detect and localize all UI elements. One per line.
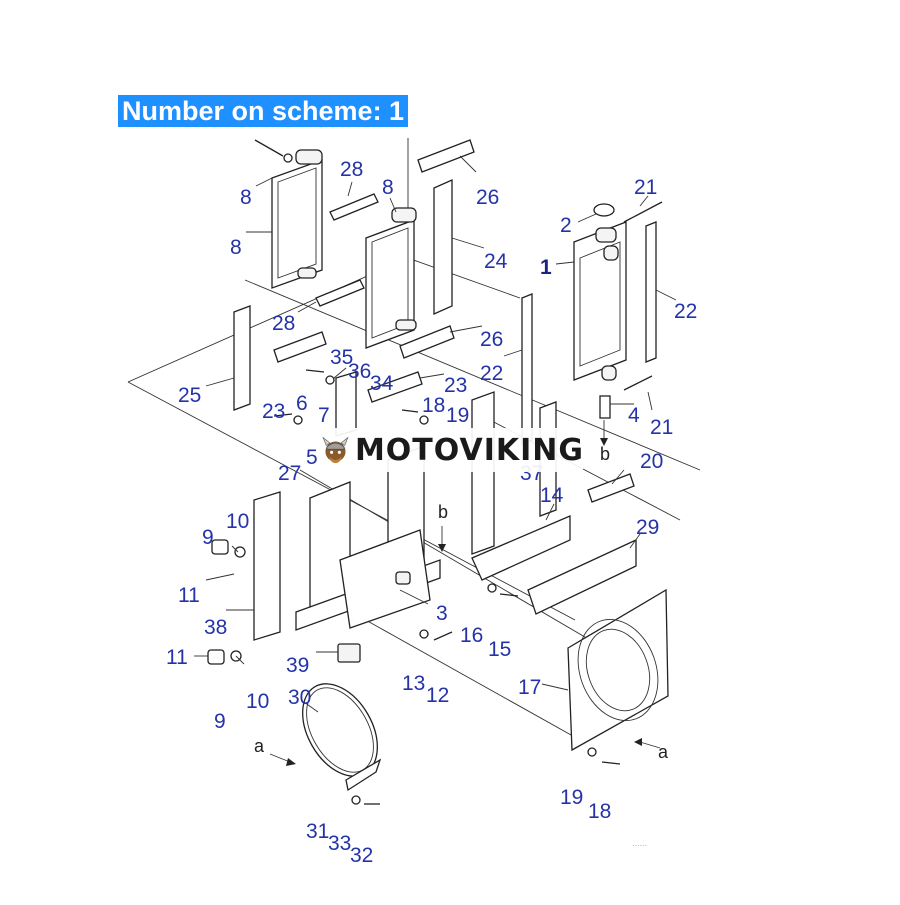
callout: 32 xyxy=(350,844,373,867)
callout: 14 xyxy=(540,484,564,507)
callout: 15 xyxy=(488,638,511,661)
callout: 22 xyxy=(480,362,503,385)
callout: 10 xyxy=(226,510,249,533)
callout: 11 xyxy=(178,584,200,607)
callout: 7 xyxy=(318,404,330,427)
callout: 18 xyxy=(422,394,445,417)
bracket-14 xyxy=(471,515,571,581)
callout: 21 xyxy=(650,416,673,439)
callout: 5 xyxy=(306,446,318,469)
callout: 30 xyxy=(288,686,311,709)
callout: 28 xyxy=(272,312,295,335)
center-frame xyxy=(295,371,441,631)
leader-lines xyxy=(194,155,677,713)
block-20 xyxy=(587,473,635,503)
viking-logo-icon xyxy=(322,436,349,464)
main-radiator xyxy=(573,201,663,391)
callout: 26 xyxy=(480,328,503,351)
strip-22-right xyxy=(645,221,657,363)
callout: 2 xyxy=(560,214,572,237)
footnote-mark: ...... xyxy=(632,838,648,848)
callout: 31 xyxy=(306,820,329,843)
callout: 35 xyxy=(330,346,353,369)
callout: 6 xyxy=(296,392,308,415)
callout: 12 xyxy=(426,684,449,707)
callout: 13 xyxy=(402,672,425,695)
callout: 26 xyxy=(476,186,499,209)
watermark-text: MOTOVIKING xyxy=(354,432,584,468)
watermark-banner: MOTOVIKING xyxy=(318,428,584,472)
callout: 11 xyxy=(166,646,188,669)
callout: 34 xyxy=(370,372,394,395)
left-cooler-core xyxy=(254,139,323,289)
fan-shroud xyxy=(567,588,669,752)
callout: 33 xyxy=(328,832,351,855)
flow-letter: a xyxy=(658,742,669,762)
callout-labels: 8 8 28 8 26 24 2 21 1 22 28 26 35 36 34 … xyxy=(166,158,697,867)
strip-22-center xyxy=(521,293,533,445)
strip-24 xyxy=(433,178,453,316)
callout: 22 xyxy=(674,300,697,323)
pillar-left xyxy=(471,391,495,555)
callout: 8 xyxy=(230,236,242,259)
flow-letter: b xyxy=(600,444,610,464)
side-plate xyxy=(253,491,281,641)
callout: 4 xyxy=(628,404,640,427)
callout: 36 xyxy=(348,360,371,383)
callout: 17 xyxy=(518,676,541,699)
hose-fitting-4 xyxy=(599,395,611,419)
flow-letter: a xyxy=(254,736,265,756)
callout: 19 xyxy=(560,786,583,809)
callout: 8 xyxy=(382,176,394,199)
callout: 16 xyxy=(460,624,483,647)
flow-letter: b xyxy=(438,502,448,522)
callout: 27 xyxy=(278,462,301,485)
callout: 18 xyxy=(588,800,611,823)
bracket-29 xyxy=(527,538,637,615)
callout: 24 xyxy=(484,250,508,273)
fittings xyxy=(207,369,621,805)
callout: 9 xyxy=(202,526,214,549)
callout: 20 xyxy=(640,450,663,473)
shroud-ring xyxy=(302,683,382,792)
middle-cooler-core xyxy=(365,207,417,349)
flow-arrows xyxy=(269,420,661,766)
callout: 23 xyxy=(262,400,285,423)
foam-strips xyxy=(273,139,475,403)
strip-25 xyxy=(233,305,251,411)
callout: 9 xyxy=(214,710,226,733)
callout: 23 xyxy=(444,374,467,397)
callout: 3 xyxy=(436,602,448,625)
callout: 38 xyxy=(204,616,227,639)
callout: 25 xyxy=(178,384,201,407)
callout: 28 xyxy=(340,158,363,181)
callout: 1 xyxy=(540,256,552,279)
callout: 29 xyxy=(636,516,659,539)
callout: 10 xyxy=(246,690,269,713)
callout: 39 xyxy=(286,654,309,677)
callout: 19 xyxy=(446,404,469,427)
callout: 8 xyxy=(240,186,252,209)
callout: 21 xyxy=(634,176,657,199)
scheme-number-title: Number on scheme: 1 xyxy=(118,95,409,127)
